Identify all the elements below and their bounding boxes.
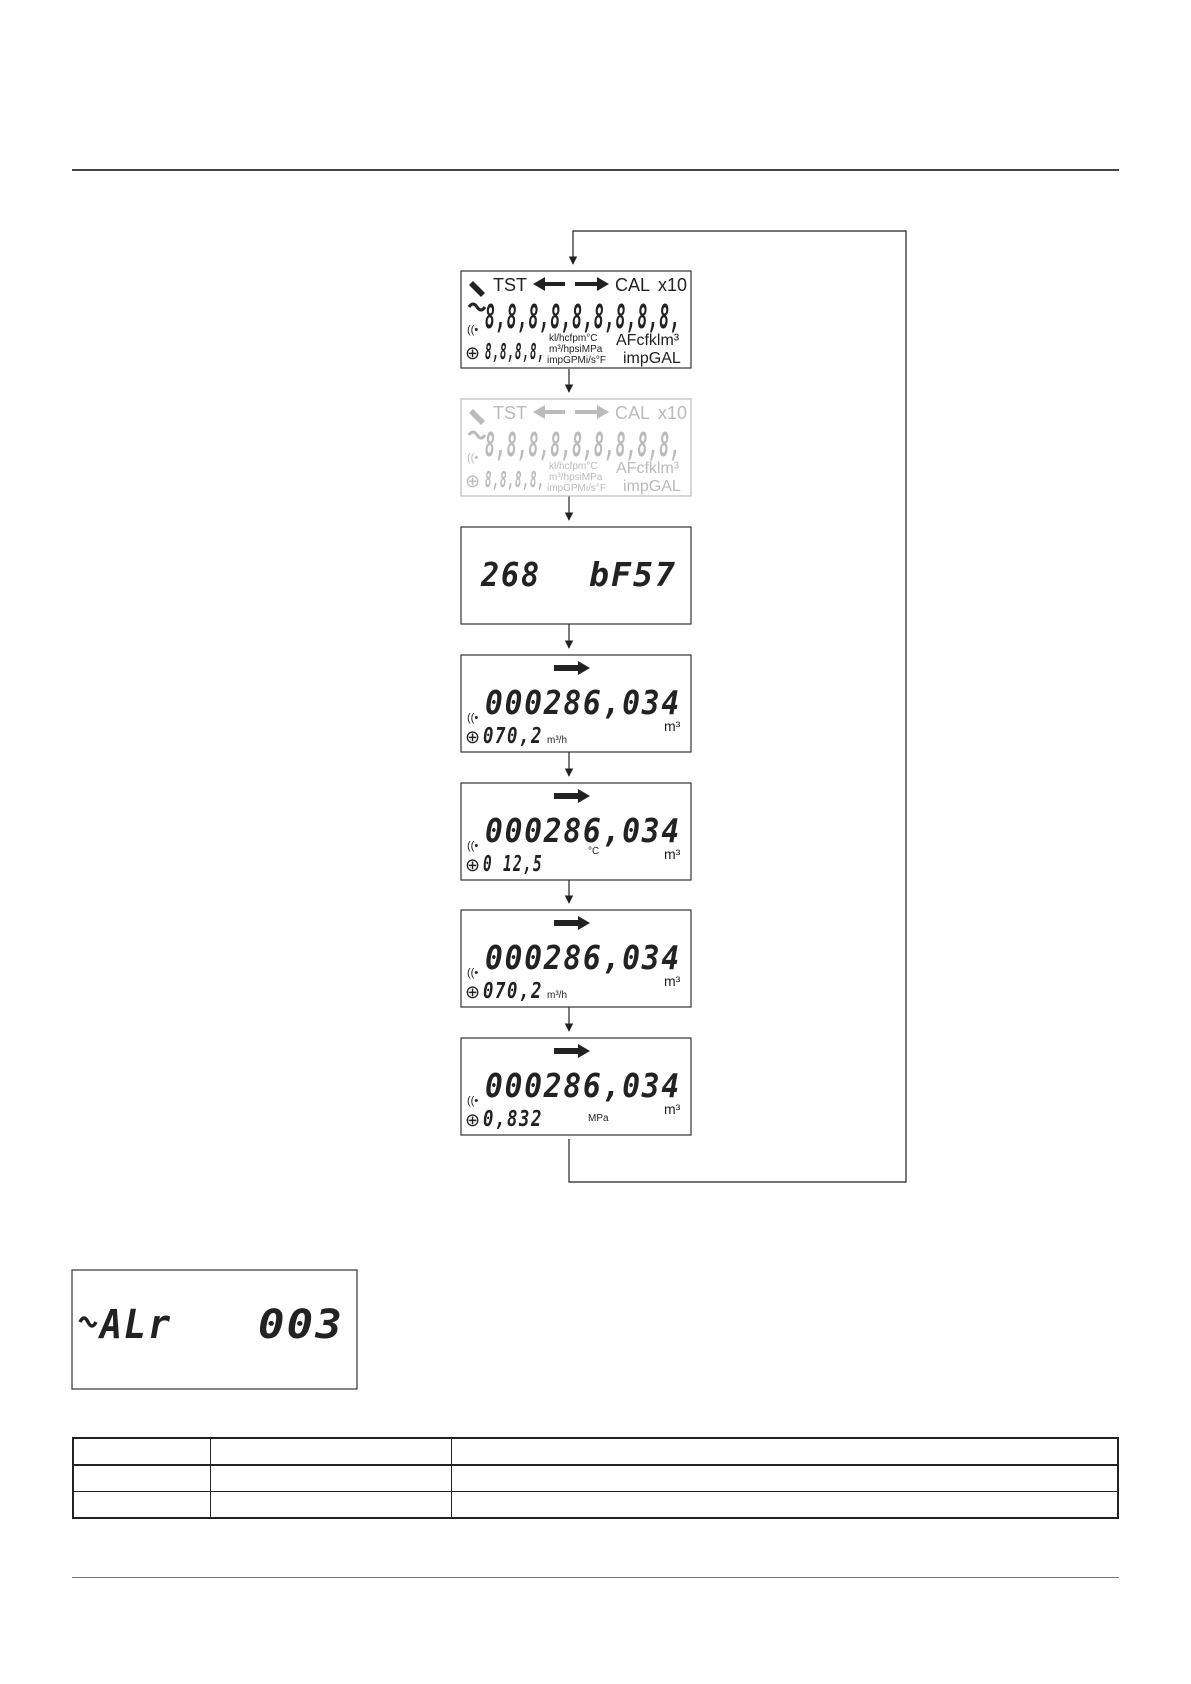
table-row: [72, 1464, 1119, 1492]
arrow-left-icon: [533, 277, 565, 291]
radio-icon: ((•: [467, 840, 478, 852]
table-cell: [451, 1464, 1119, 1492]
target-icon: ⊕: [465, 471, 480, 491]
lcd-reading-1: 000286,034 ((• ⊕ 070,2 m³/h m³: [460, 654, 692, 753]
arrow-left-icon: [533, 405, 565, 419]
tst-label: TST: [493, 275, 527, 295]
pen-icon: [469, 281, 485, 297]
table-cell: [451, 1491, 1119, 1519]
footer-rule: [72, 1577, 1119, 1578]
arrow-right-icon: [554, 1044, 590, 1058]
totalizer-digits: 000286,034: [485, 811, 681, 850]
units-row-2: m³/hpsiMPa: [549, 344, 603, 355]
loop-connector: [568, 230, 907, 1183]
lcd-alarm: ALr 003: [71, 1269, 358, 1390]
empty-table: [72, 1437, 1119, 1519]
tst-label: TST: [493, 403, 527, 423]
sub-unit: MPa: [588, 1113, 609, 1124]
radio-icon: ((•: [467, 1095, 478, 1107]
radio-icon: ((•: [467, 452, 478, 464]
radio-icon: ((•: [467, 324, 478, 336]
lcd-version: 268 bF57: [460, 526, 692, 625]
units-row-3: impGPMi/s°F: [547, 355, 606, 366]
alarm-label: ALr: [97, 1302, 172, 1348]
table-cell: [210, 1437, 452, 1466]
target-icon: ⊕: [465, 855, 480, 875]
lcd-ghost-segments: ((• ⊕ TST CAL x10 8,8,8,8,8,8,8,8,8, 8,8…: [460, 398, 692, 497]
sub-unit: °C: [588, 846, 599, 857]
radio-icon: ((•: [467, 712, 478, 724]
arrow-right-icon: [554, 916, 590, 930]
sub-digits: 0,832: [483, 1107, 543, 1132]
units-large-2: impGAL: [623, 478, 681, 495]
sub-unit: m³/h: [547, 735, 567, 746]
cal-label: CAL: [615, 403, 650, 423]
table-cell: [451, 1437, 1119, 1466]
target-icon: ⊕: [465, 727, 480, 747]
table-cell: [210, 1464, 452, 1492]
table-cell: [72, 1437, 211, 1466]
x10-label: x10: [658, 275, 687, 295]
table-row: [72, 1437, 1119, 1466]
arrow-right-icon: [575, 405, 609, 419]
radio-icon: ((•: [467, 967, 478, 979]
cal-label: CAL: [615, 275, 650, 295]
wave-icon: [467, 430, 487, 440]
sub-digits: 070,2: [483, 724, 543, 749]
target-icon: ⊕: [465, 343, 480, 363]
units-large-1: AFcfklm³: [616, 460, 680, 477]
header-rule: [72, 169, 1119, 171]
units-row-3: impGPMi/s°F: [547, 483, 606, 494]
table-cell: [72, 1464, 211, 1492]
main-digits: 8,8,8,8,8,8,8,8,8,: [485, 425, 681, 464]
version-right: bF57: [589, 555, 677, 594]
target-icon: ⊕: [465, 1110, 480, 1130]
totalizer-digits: 000286,034: [485, 683, 681, 722]
small-digits: 8,8,8,8,: [485, 468, 545, 493]
target-icon: ⊕: [465, 982, 480, 1002]
main-unit: m³: [664, 973, 681, 989]
sub-digits: 070,2: [483, 979, 543, 1004]
totalizer-digits: 000286,034: [485, 938, 681, 977]
units-large-1: AFcfklm³: [616, 332, 680, 349]
arrow-right-icon: [554, 789, 590, 803]
x10-label: x10: [658, 403, 687, 423]
main-unit: m³: [664, 846, 681, 862]
sub-unit: m³/h: [547, 990, 567, 1001]
pen-icon: [469, 409, 485, 425]
main-unit: m³: [664, 1101, 681, 1117]
units-row-1: kl/hcfpm°C: [549, 461, 597, 472]
table-cell: [210, 1491, 452, 1519]
arrow-right-icon: [554, 661, 590, 675]
version-left: 268: [480, 555, 541, 594]
units-row-2: m³/hpsiMPa: [549, 472, 603, 483]
main-unit: m³: [664, 718, 681, 734]
arrow-right-icon: [575, 277, 609, 291]
lcd-all-segments: ((• ⊕ TST CAL x10 8,8,8,8,8,8,8,8,8, 8,8…: [460, 270, 692, 369]
units-row-1: kl/hcfpm°C: [549, 333, 597, 344]
main-digits: 8,8,8,8,8,8,8,8,8,: [485, 297, 681, 336]
table-cell: [72, 1491, 211, 1519]
units-large-2: impGAL: [623, 350, 681, 367]
small-digits: 8,8,8,8,: [485, 340, 545, 365]
table-row: [72, 1491, 1119, 1519]
sub-digits: 0 12,5: [483, 852, 543, 877]
lcd-reading-3: 000286,034 ((• ⊕ 070,2 m³/h m³: [460, 909, 692, 1008]
lcd-reading-2: 000286,034 ((• ⊕ 0 12,5 °C m³: [460, 782, 692, 881]
wave-icon: [467, 302, 487, 312]
alarm-code: 003: [258, 1302, 344, 1348]
wave-icon: [78, 1316, 98, 1328]
totalizer-digits: 000286,034: [485, 1066, 681, 1105]
display-sequence-diagram: ((• ⊕ TST CAL x10 8,8,8,8,8,8,8,8,8, 8,8…: [71, 230, 907, 1390]
lcd-reading-4: 000286,034 ((• ⊕ 0,832 MPa m³: [460, 1037, 692, 1136]
